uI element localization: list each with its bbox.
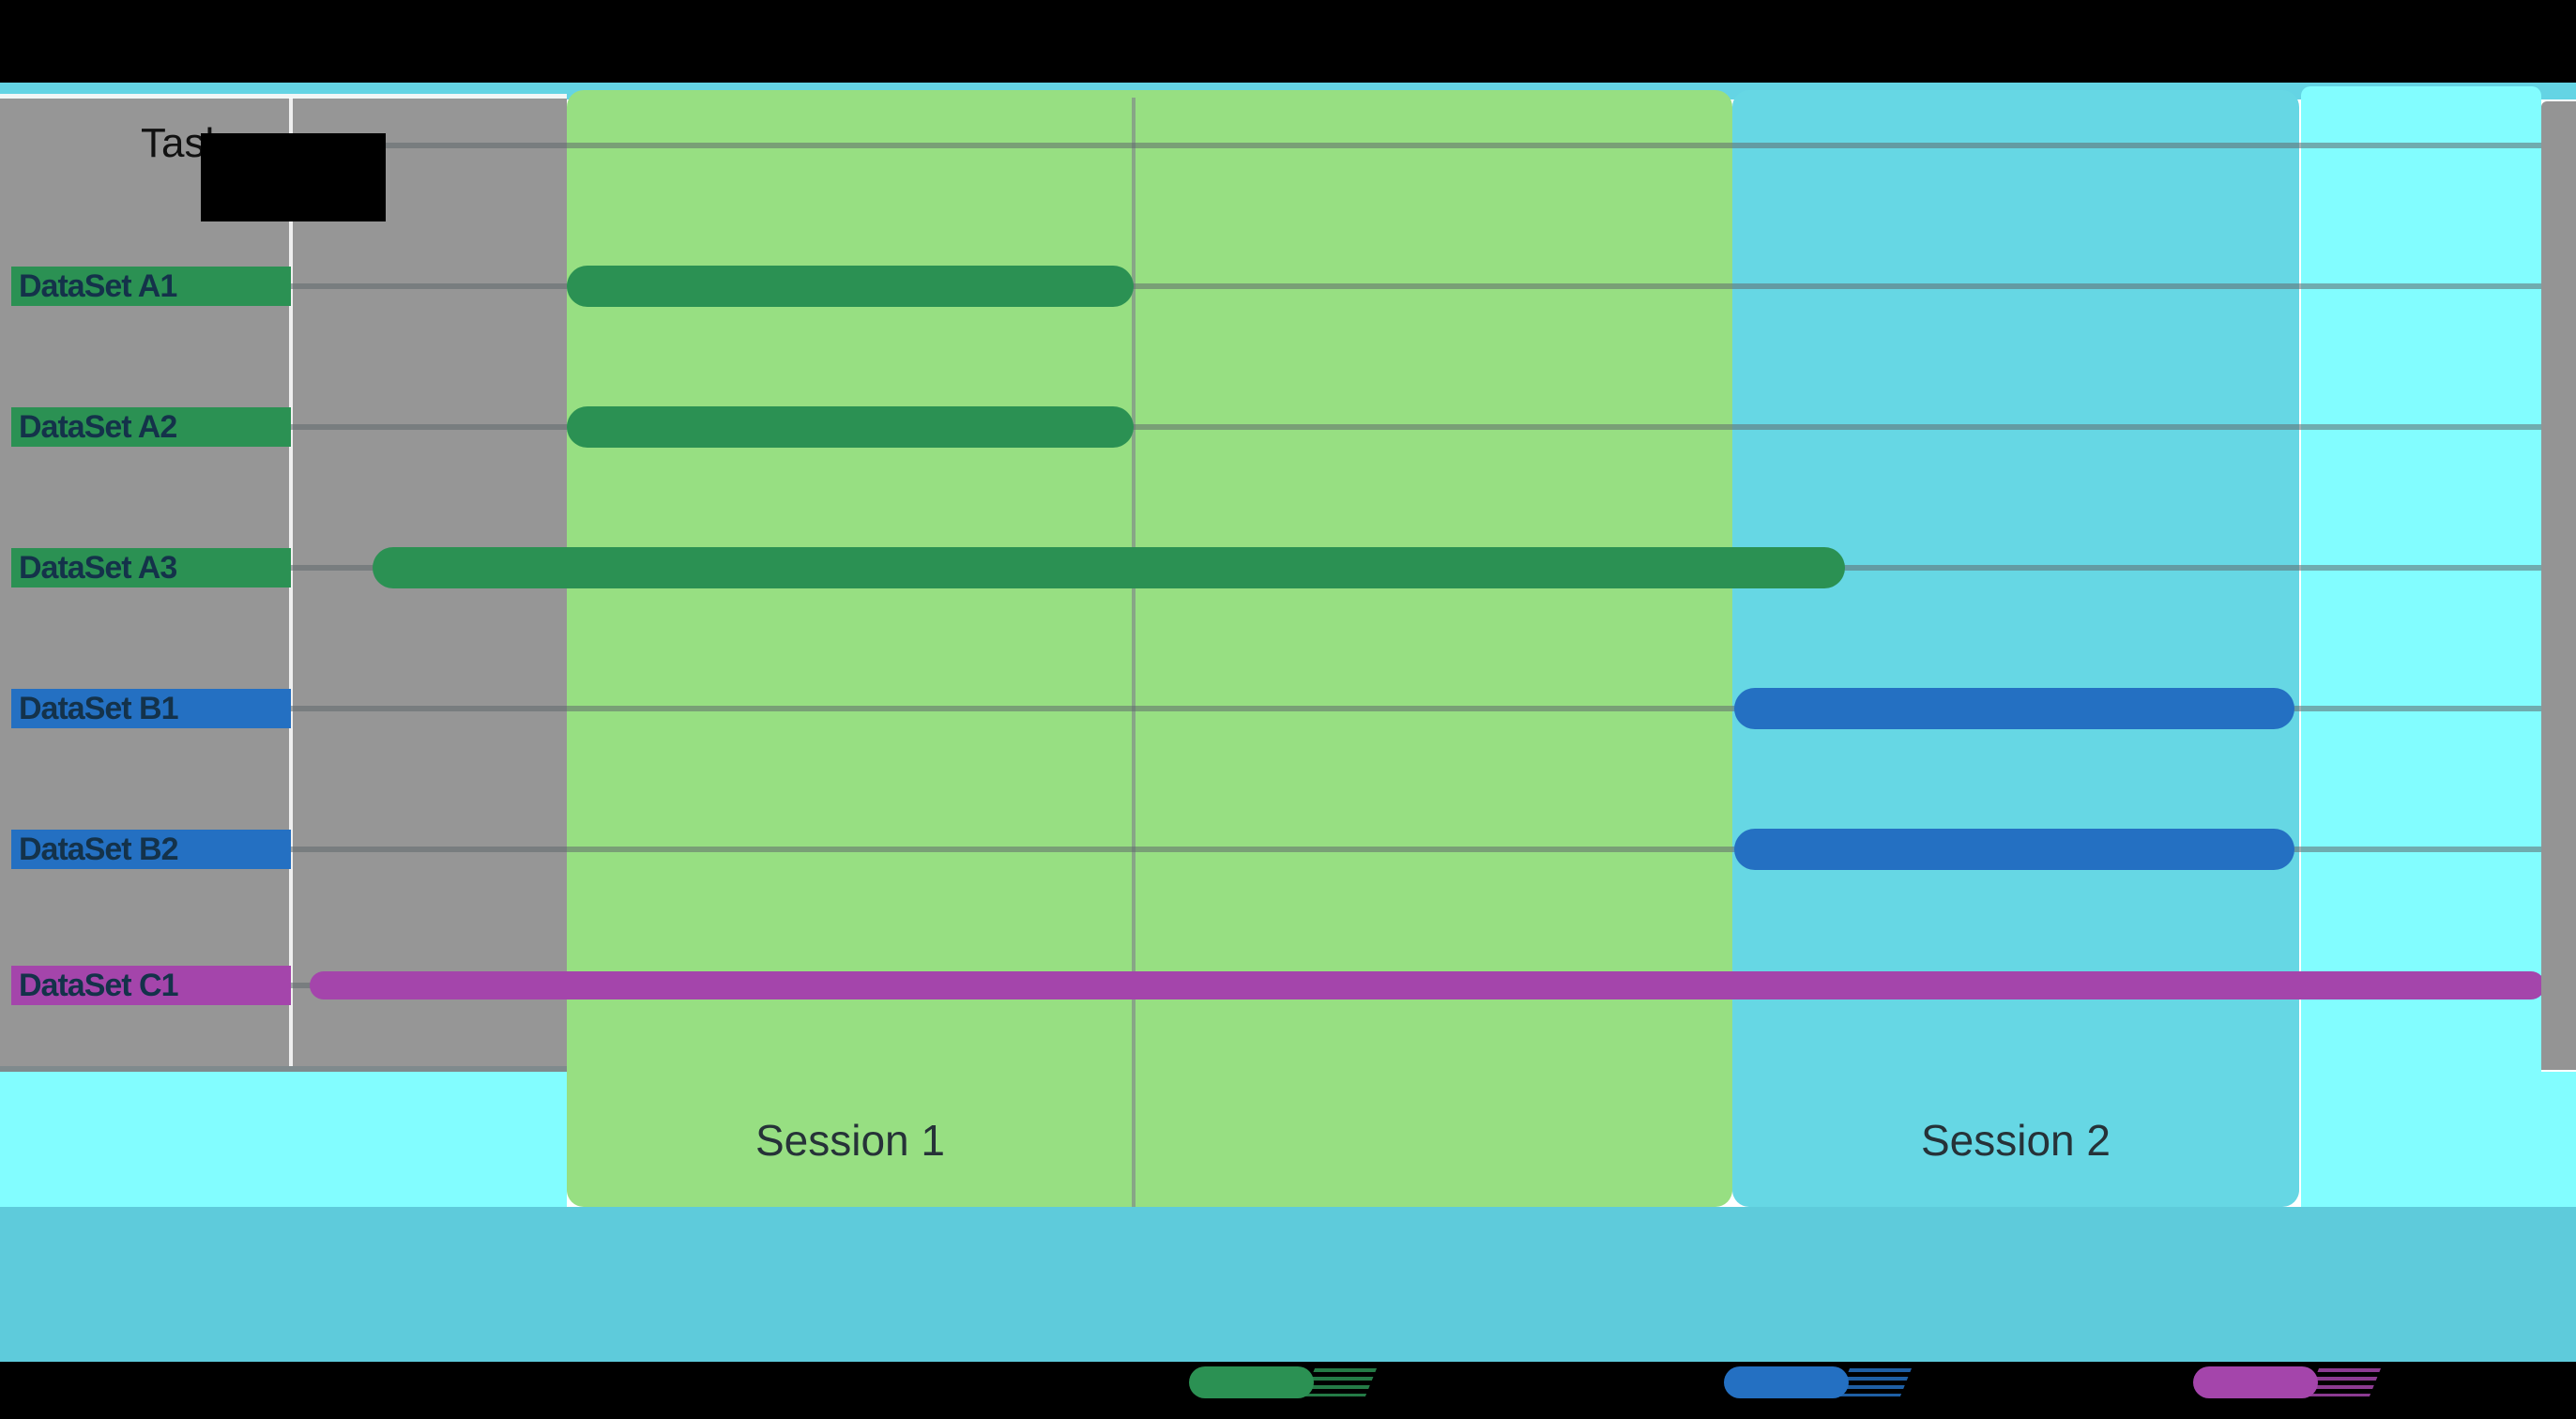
- left-bottom-aqua: [0, 1072, 567, 1209]
- task-bar-dataset-b1[interactable]: [1734, 688, 2294, 729]
- header-redaction-box: [201, 133, 386, 221]
- right-bottom-aqua: [2541, 1072, 2576, 1207]
- task-bar-dataset-a1[interactable]: [567, 266, 1134, 307]
- legend-swatch-tail-series-c: [2307, 1368, 2382, 1396]
- timeline-gridline: [291, 706, 2541, 711]
- legend-swatch-tail-series-a: [1303, 1368, 1378, 1396]
- timeline-gridline: [291, 847, 2541, 852]
- timeline-gridline: [291, 143, 2541, 148]
- task-bar-dataset-a2[interactable]: [567, 406, 1134, 448]
- row-label-dataset-a2: DataSet A2: [11, 407, 291, 447]
- legend-swatch-tail-series-b: [1837, 1368, 1913, 1396]
- session2-panel: [1732, 90, 2299, 1207]
- row-label-dataset-b2: DataSet B2: [11, 830, 291, 869]
- legend-swatch-series-b[interactable]: [1724, 1366, 1849, 1398]
- footer-teal-band: [0, 1207, 2576, 1366]
- session1-panel: [567, 90, 1732, 1207]
- label-column-divider: [289, 98, 293, 1066]
- task-bar-dataset-a3[interactable]: [373, 547, 1845, 588]
- timeline-gridline: [291, 424, 2541, 430]
- row-label-dataset-a1: DataSet A1: [11, 267, 291, 306]
- right-margin-strip: [2541, 101, 2576, 1070]
- top-black-band: [0, 0, 2576, 83]
- row-label-dataset-a3: DataSet A3: [11, 548, 291, 587]
- task-bar-dataset-b2[interactable]: [1734, 829, 2294, 870]
- row-label-dataset-c1: DataSet C1: [11, 966, 291, 1005]
- session-label-2: Session 2: [1920, 1116, 2111, 1165]
- timeline-gridline: [291, 283, 2541, 289]
- task-column-top-line: [0, 94, 567, 99]
- post-session-column: [2301, 86, 2541, 1207]
- legend-swatch-series-a[interactable]: [1189, 1366, 1314, 1398]
- session-label-1: Session 1: [755, 1116, 946, 1165]
- task-bar-dataset-c1[interactable]: [310, 971, 2545, 999]
- row-label-dataset-b1: DataSet B1: [11, 689, 291, 728]
- legend-swatch-series-c[interactable]: [2193, 1366, 2318, 1398]
- session1-mid-divider: [1132, 98, 1136, 1207]
- task-column-bottom-edge: [0, 1066, 567, 1072]
